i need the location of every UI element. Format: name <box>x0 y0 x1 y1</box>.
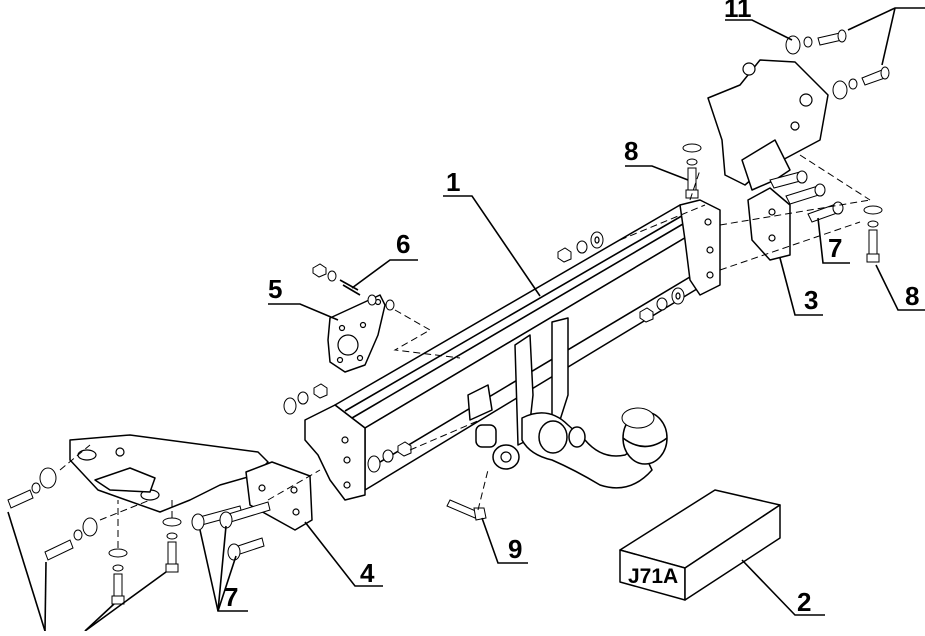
ball-fixing-bolt <box>446 499 487 521</box>
callout-numbers: 1 2 3 4 5 6 7 7 8 8 9 11 <box>224 0 919 617</box>
callout-4: 4 <box>360 558 375 588</box>
kit-box-label: J71A <box>628 565 678 588</box>
callout-3: 3 <box>804 285 818 315</box>
callout-leaders <box>7 7 925 632</box>
top-bracket-bolts <box>785 29 890 100</box>
callout-7-right: 7 <box>828 233 842 263</box>
left-side-bracket <box>69 434 313 531</box>
callout-8-right: 8 <box>905 281 919 311</box>
assembly-guide-lines <box>59 154 871 548</box>
callout-8-top: 8 <box>624 136 638 166</box>
left-bracket-bolts <box>7 467 182 605</box>
callout-9: 9 <box>508 534 522 564</box>
crossbar-fixing-hardware <box>283 231 685 473</box>
right-mount-plate <box>679 199 721 296</box>
callout-2: 2 <box>797 587 811 617</box>
kit-box: J71A <box>619 489 781 601</box>
main-crossbar <box>334 204 716 491</box>
callout-1: 1 <box>446 167 460 197</box>
callout-5: 5 <box>268 274 282 304</box>
socket-plate <box>327 294 386 373</box>
callout-11: 11 <box>724 0 752 23</box>
left-mount-plate <box>304 404 366 501</box>
callout-7-left: 7 <box>224 582 238 612</box>
right-side-bracket <box>707 59 829 261</box>
tow-neck-and-ball <box>467 317 668 489</box>
socket-plate-bolts <box>312 263 395 311</box>
callout-6: 6 <box>396 229 410 259</box>
left-side-bolts <box>191 501 271 561</box>
